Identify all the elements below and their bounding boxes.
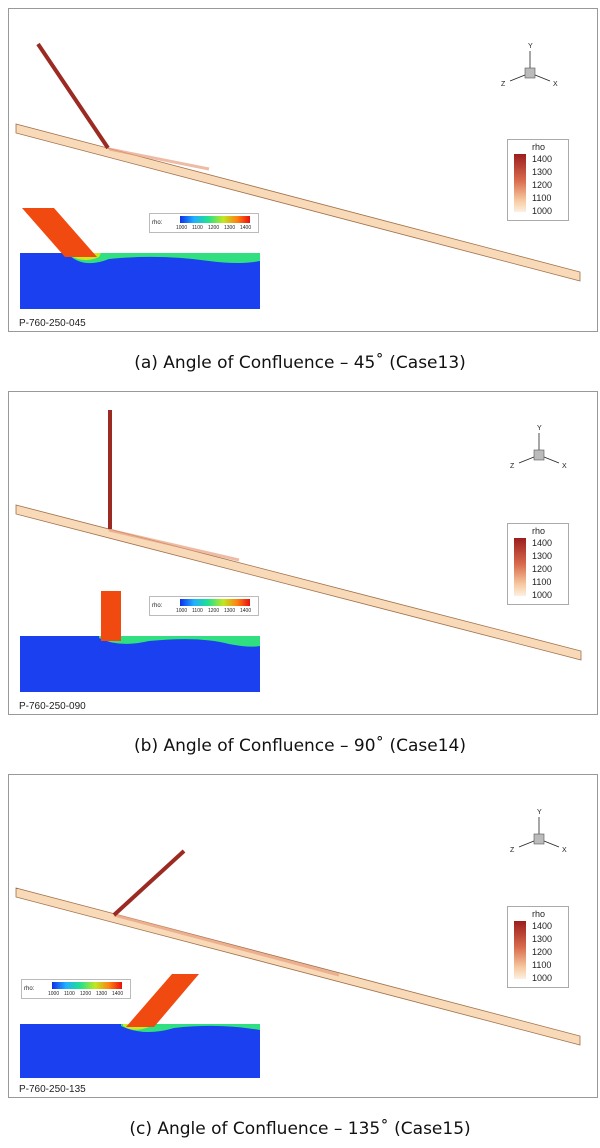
legend-tick: 1300 bbox=[532, 551, 553, 561]
panel-case15: Y X Z rho: 1000 1100 1200 1300 1400 rho … bbox=[8, 774, 598, 1098]
branch-pipe bbox=[112, 849, 186, 917]
legend-tick: 1200 bbox=[532, 564, 553, 574]
legend-tick: 1100 bbox=[532, 193, 552, 203]
legend-title: rho bbox=[532, 909, 546, 919]
caption-case15: (c) Angle of Confluence – 135˚ (Case15) bbox=[129, 1119, 471, 1139]
case-label: P-760-250-135 bbox=[19, 1084, 86, 1095]
branch-pipe bbox=[36, 42, 110, 150]
legend-tick: 1200 bbox=[532, 947, 553, 957]
axis-z-label: Z bbox=[501, 81, 506, 88]
legend-tick: 1400 bbox=[532, 538, 553, 548]
inset-tick: 1200 bbox=[208, 608, 220, 614]
inset-tick: 1000 bbox=[176, 608, 188, 614]
axis-x-label: X bbox=[553, 81, 558, 88]
inset-tick: 1400 bbox=[112, 991, 124, 997]
inset-colorbar-label: rho: bbox=[24, 986, 35, 992]
inset-colorbar-label: rho: bbox=[152, 220, 163, 226]
legend-title: rho bbox=[532, 142, 546, 152]
inset-colorbar-gradient bbox=[180, 216, 250, 223]
caption-case13: (a) Angle of Confluence – 45˚ (Case13) bbox=[134, 353, 466, 373]
axis-triad: Y X Z bbox=[501, 43, 558, 88]
main-pipe bbox=[15, 123, 581, 282]
axis-y-label: Y bbox=[537, 809, 542, 816]
rho-legend: rho 1400 1300 1200 1100 1000 bbox=[507, 139, 569, 221]
density-streak bbox=[108, 147, 210, 171]
legend-tick: 1400 bbox=[532, 154, 553, 164]
legend-title: rho bbox=[532, 526, 546, 536]
inset-colorbar-label: rho: bbox=[152, 603, 163, 609]
axis-y-label: Y bbox=[537, 425, 542, 432]
inset-tick: 1100 bbox=[192, 225, 203, 231]
main-pipe bbox=[15, 887, 581, 1046]
scene-svg: Y X Z bbox=[15, 809, 581, 1078]
legend-tick: 1000 bbox=[532, 973, 553, 983]
axis-y-label: Y bbox=[528, 43, 533, 50]
axis-x-label: X bbox=[562, 463, 567, 470]
inset-tick: 1100 bbox=[64, 991, 75, 997]
inset-tick: 1400 bbox=[240, 225, 252, 231]
density-streak bbox=[108, 528, 240, 562]
axis-z-label: Z bbox=[510, 847, 515, 854]
inset-contour bbox=[20, 208, 260, 309]
legend-gradient bbox=[514, 921, 526, 979]
axis-z-label: Z bbox=[510, 463, 515, 470]
legend-tick: 1100 bbox=[532, 960, 552, 970]
inset-colorbar: rho: 1000 1100 1200 1300 1400 bbox=[149, 213, 259, 233]
inset-tick: 1200 bbox=[208, 225, 220, 231]
caption-case14: (b) Angle of Confluence – 90˚ (Case14) bbox=[134, 736, 466, 756]
axis-triad: Y X Z bbox=[510, 425, 567, 470]
legend-tick: 1300 bbox=[532, 934, 553, 944]
case-label: P-760-250-090 bbox=[19, 701, 86, 712]
inset-contour bbox=[20, 591, 260, 692]
inset-colorbar-gradient bbox=[52, 982, 122, 989]
inset-contour bbox=[20, 974, 260, 1078]
rho-legend: rho 1400 1300 1200 1100 1000 bbox=[507, 906, 569, 988]
inset-tick: 1200 bbox=[80, 991, 92, 997]
inset-colorbar-gradient bbox=[180, 599, 250, 606]
scene-svg: Y X Z bbox=[15, 42, 581, 309]
legend-tick: 1400 bbox=[532, 921, 553, 931]
rho-legend: rho 1400 1300 1200 1100 1000 bbox=[507, 523, 569, 605]
inset-tick: 1000 bbox=[176, 225, 188, 231]
inset-tick: 1100 bbox=[192, 608, 203, 614]
inset-tick: 1300 bbox=[96, 991, 108, 997]
axis-triad: Y X Z bbox=[510, 809, 567, 854]
panel-case13: Y X Z rho: 1000 1100 1200 1300 1400 rho … bbox=[8, 8, 598, 332]
legend-tick: 1100 bbox=[532, 577, 552, 587]
inset-colorbar: rho: 1000 1100 1200 1300 1400 bbox=[21, 979, 131, 999]
legend-gradient bbox=[514, 154, 526, 212]
density-streak bbox=[113, 913, 340, 977]
main-pipe bbox=[15, 504, 582, 661]
inset-colorbar: rho: 1000 1100 1200 1300 1400 bbox=[149, 596, 259, 616]
axis-x-label: X bbox=[562, 847, 567, 854]
panel-case14: Y X Z rho: 1000 1100 1200 1300 1400 rho … bbox=[8, 391, 598, 715]
inset-tick: 1000 bbox=[48, 991, 60, 997]
inset-tick: 1400 bbox=[240, 608, 252, 614]
inset-tick: 1300 bbox=[224, 225, 236, 231]
case-label: P-760-250-045 bbox=[19, 318, 86, 329]
legend-tick: 1300 bbox=[532, 167, 553, 177]
legend-gradient bbox=[514, 538, 526, 596]
legend-tick: 1200 bbox=[532, 180, 553, 190]
scene-svg: Y X Z bbox=[15, 410, 582, 692]
legend-tick: 1000 bbox=[532, 590, 553, 600]
inset-tick: 1300 bbox=[224, 608, 236, 614]
legend-tick: 1000 bbox=[532, 206, 553, 216]
